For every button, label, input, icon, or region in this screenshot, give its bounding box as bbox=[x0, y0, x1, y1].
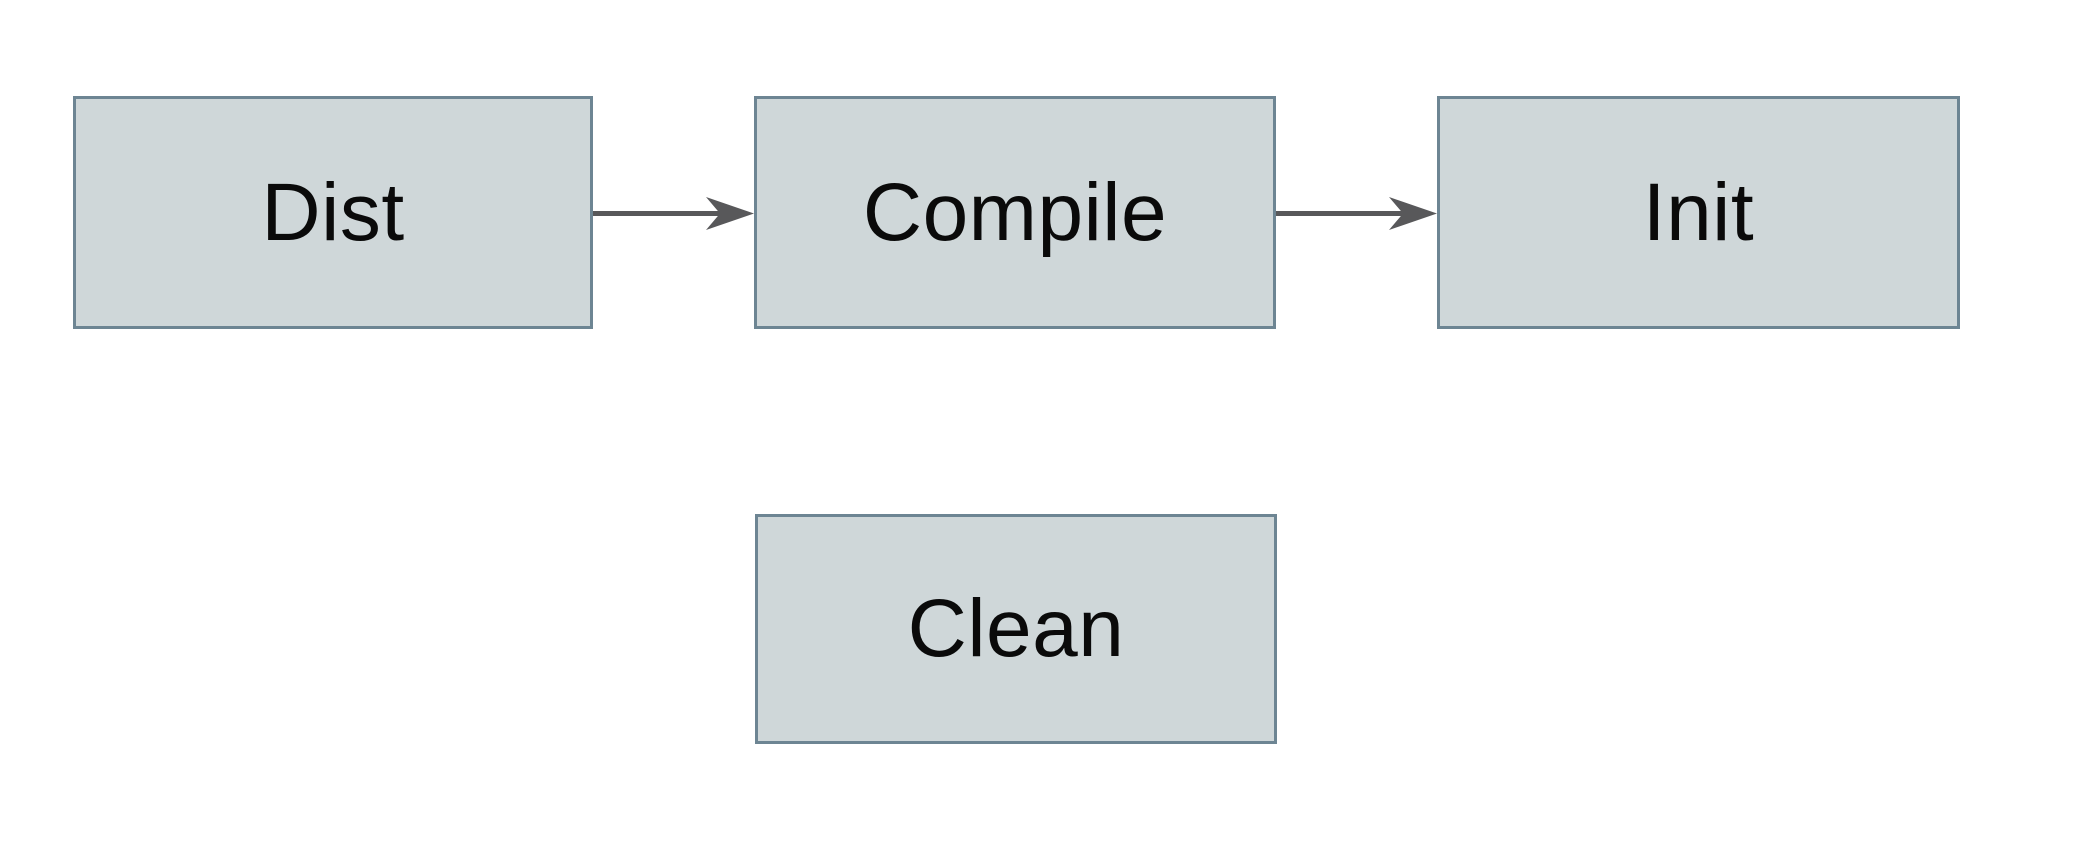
node-compile: Compile bbox=[754, 96, 1276, 329]
arrow-dist-to-compile-icon bbox=[593, 197, 754, 230]
node-dist-label: Dist bbox=[261, 166, 405, 258]
node-init: Init bbox=[1437, 96, 1960, 329]
node-init-label: Init bbox=[1642, 166, 1755, 258]
arrow-compile-to-init-icon bbox=[1276, 197, 1437, 230]
node-compile-label: Compile bbox=[862, 166, 1168, 258]
node-clean: Clean bbox=[755, 514, 1277, 744]
node-clean-label: Clean bbox=[907, 583, 1125, 674]
node-dist: Dist bbox=[73, 96, 593, 329]
